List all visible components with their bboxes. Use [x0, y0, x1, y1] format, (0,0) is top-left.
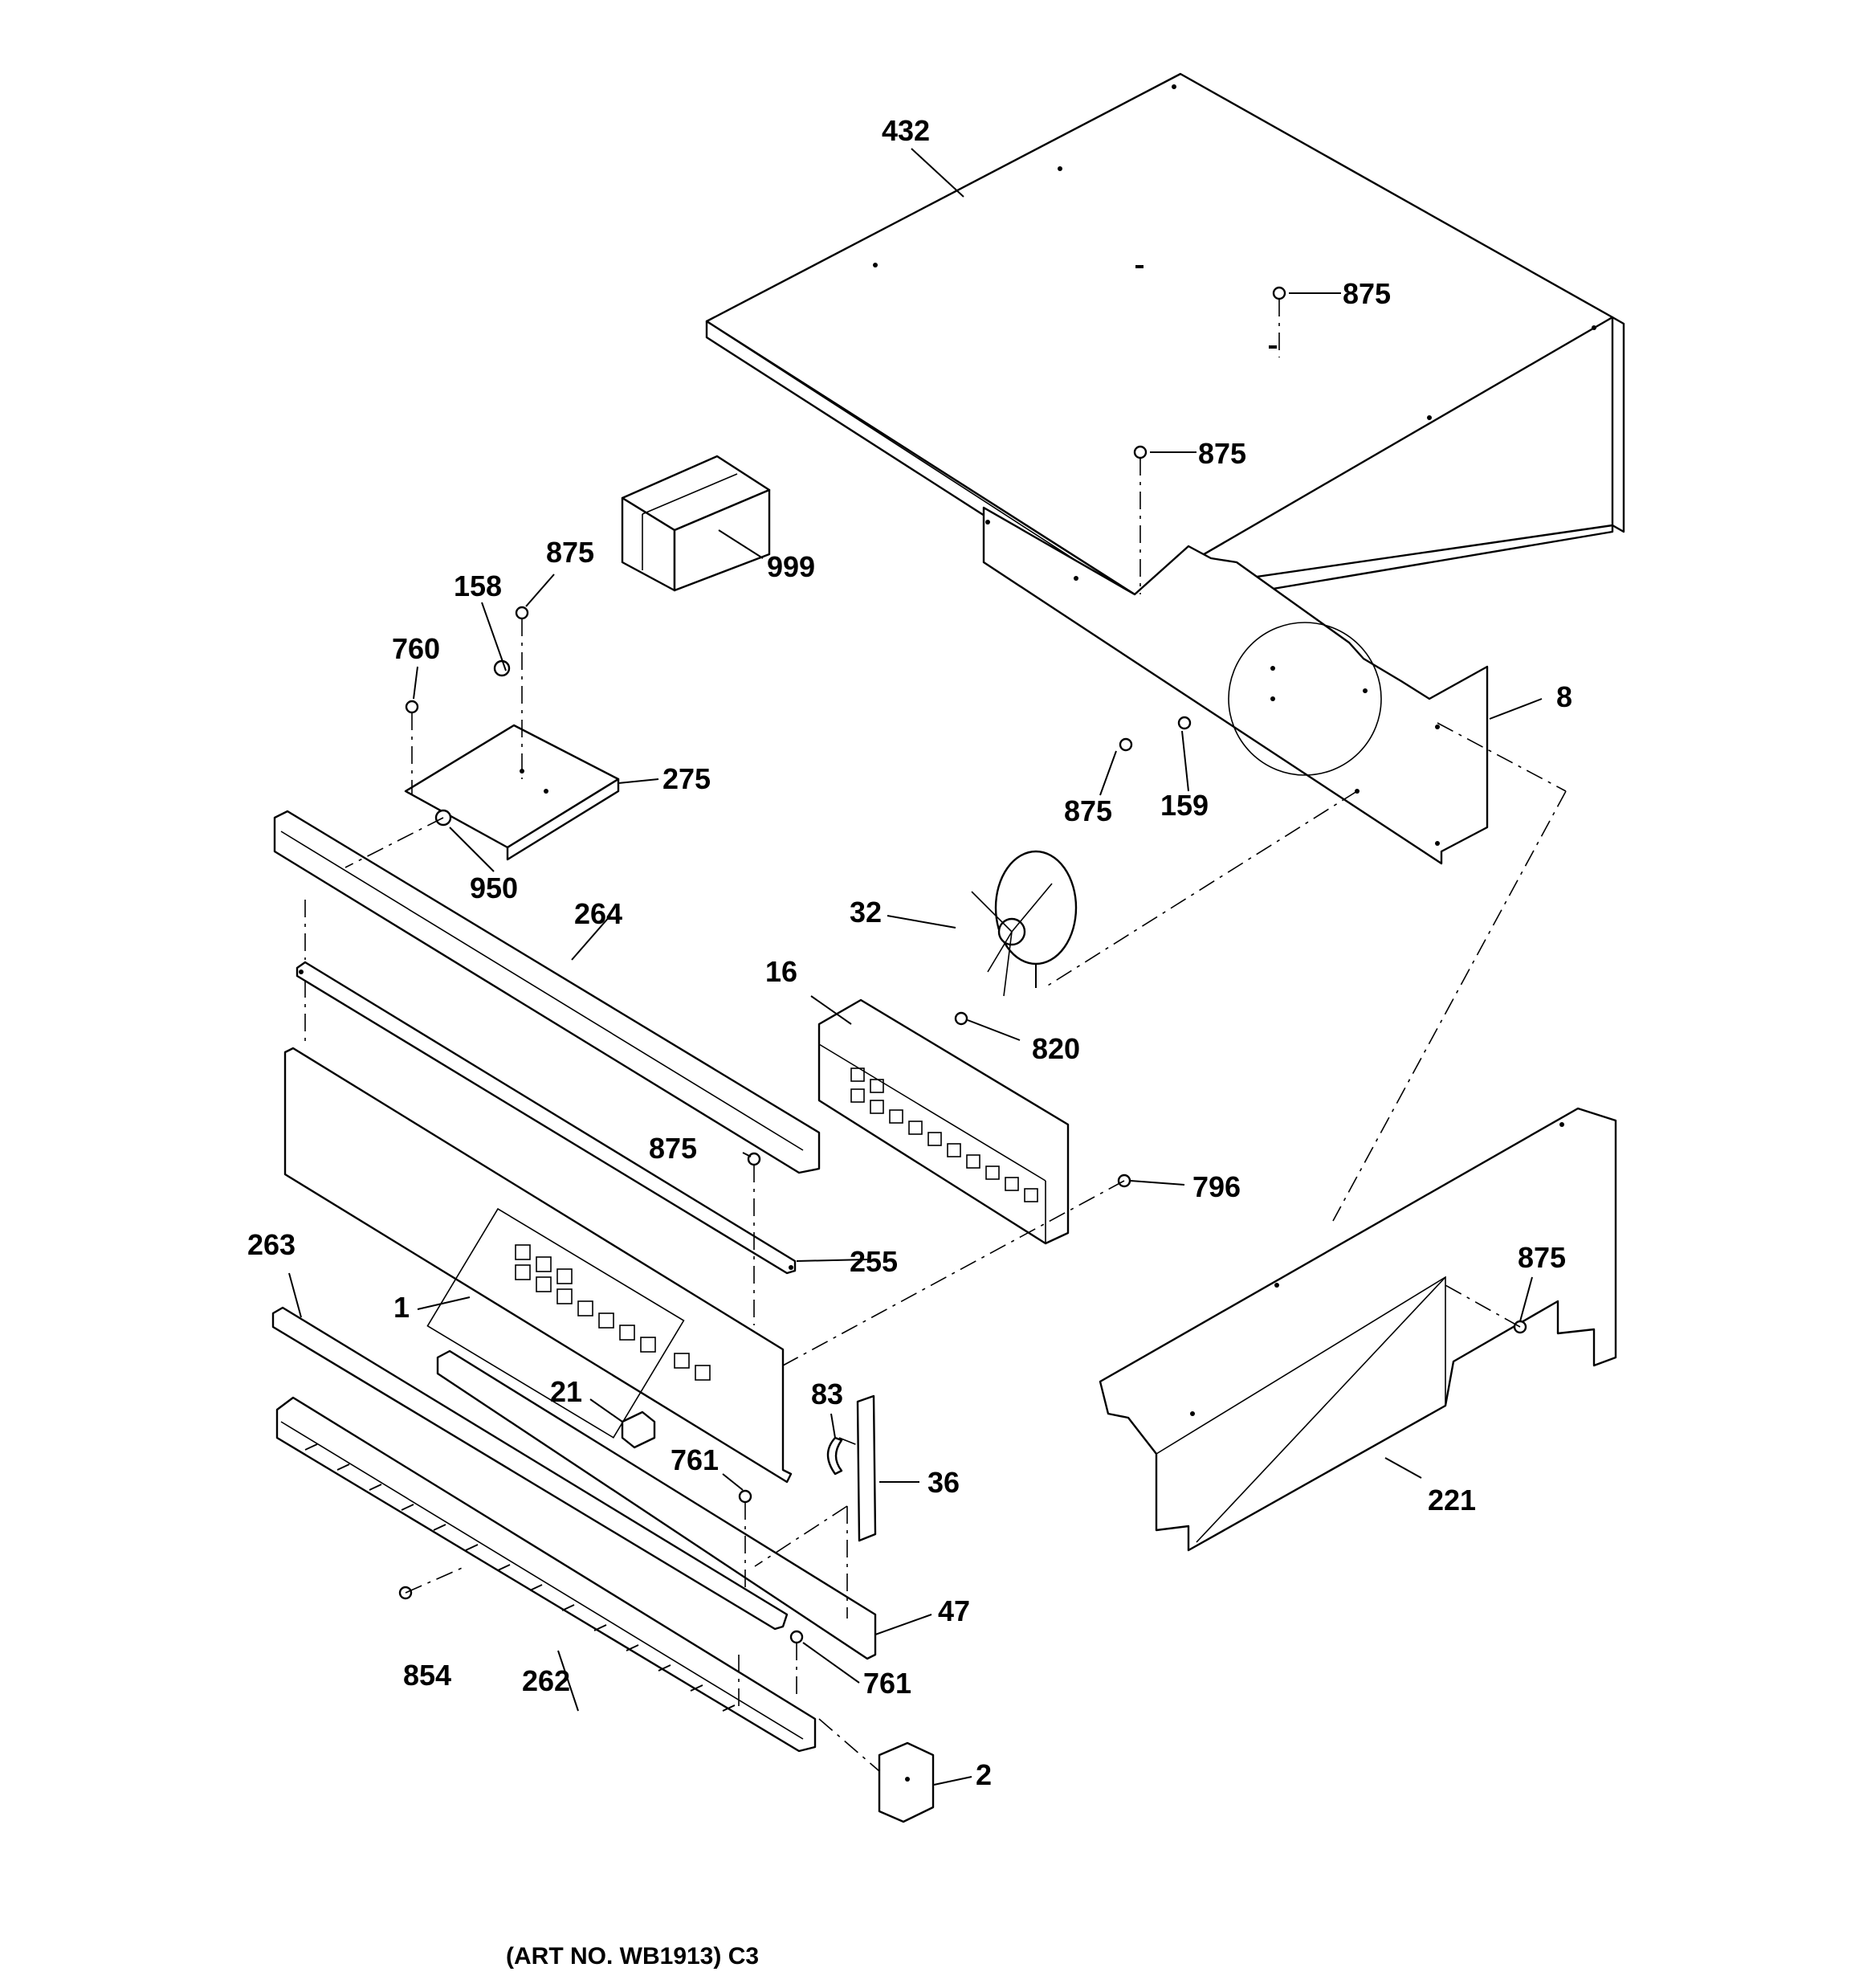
part-432-top-cover	[705, 72, 1625, 614]
part-262-vent-grille	[275, 1396, 817, 1753]
part-16-control-board	[817, 998, 1070, 1245]
callout-875-bracket: 875	[546, 536, 594, 569]
callout-2: 2	[976, 1758, 992, 1791]
part-36-strip	[856, 1394, 877, 1542]
callout-47: 47	[938, 1594, 970, 1627]
art-number-footer: (ART NO. WB1913) C3	[506, 1943, 759, 1970]
part-275-bracket	[404, 724, 620, 861]
callout-950: 950	[470, 872, 518, 904]
callout-255: 255	[850, 1245, 898, 1278]
part-1-control-panel	[283, 1047, 793, 1484]
callout-275: 275	[662, 762, 711, 795]
callout-32: 32	[850, 896, 882, 929]
callout-761-lower: 761	[863, 1667, 911, 1700]
callout-264: 264	[574, 897, 622, 930]
callout-796: 796	[1192, 1170, 1241, 1203]
callout-999: 999	[767, 550, 815, 583]
part-255-rail	[296, 961, 797, 1275]
callout-159: 159	[1160, 789, 1209, 822]
callout-820: 820	[1032, 1032, 1080, 1065]
callout-875-panel: 875	[649, 1132, 697, 1165]
callout-854: 854	[403, 1659, 451, 1692]
part-999-carton	[621, 455, 771, 592]
callout-labels: 432 875 875 999 875 158 760 275 950 8 87…	[247, 114, 1572, 1791]
part-221-side-panel	[1099, 1107, 1617, 1552]
part-8-back-panel	[982, 506, 1489, 865]
part-47-vent-rail	[436, 1349, 877, 1660]
part-32-fan-motor	[971, 850, 1078, 997]
assembly-lines	[304, 299, 1567, 1772]
callout-875-top-cover-b: 875	[1198, 437, 1246, 470]
callout-8: 8	[1556, 680, 1572, 713]
callout-221: 221	[1428, 1484, 1476, 1517]
callout-16: 16	[765, 955, 797, 988]
leader-lines	[288, 148, 1543, 1786]
callout-761-upper: 761	[671, 1443, 719, 1476]
callout-875-top-cover-a: 875	[1343, 277, 1391, 310]
callout-36: 36	[927, 1466, 960, 1499]
part-264-top-trim	[273, 810, 821, 1174]
callout-432: 432	[882, 114, 930, 147]
callout-21: 21	[550, 1375, 582, 1408]
callout-875-back-panel: 875	[1064, 794, 1112, 827]
callout-158: 158	[454, 569, 502, 602]
part-263-lower-trim	[271, 1306, 789, 1631]
callout-83: 83	[811, 1378, 843, 1410]
callout-1: 1	[393, 1291, 410, 1324]
callout-263: 263	[247, 1228, 296, 1261]
part-83-clip	[826, 1436, 843, 1476]
callout-760: 760	[392, 632, 440, 665]
callout-875-side-panel: 875	[1518, 1241, 1566, 1274]
callout-262: 262	[522, 1664, 570, 1697]
part-21-switch	[621, 1410, 656, 1449]
part-2-end-bracket	[878, 1741, 935, 1823]
